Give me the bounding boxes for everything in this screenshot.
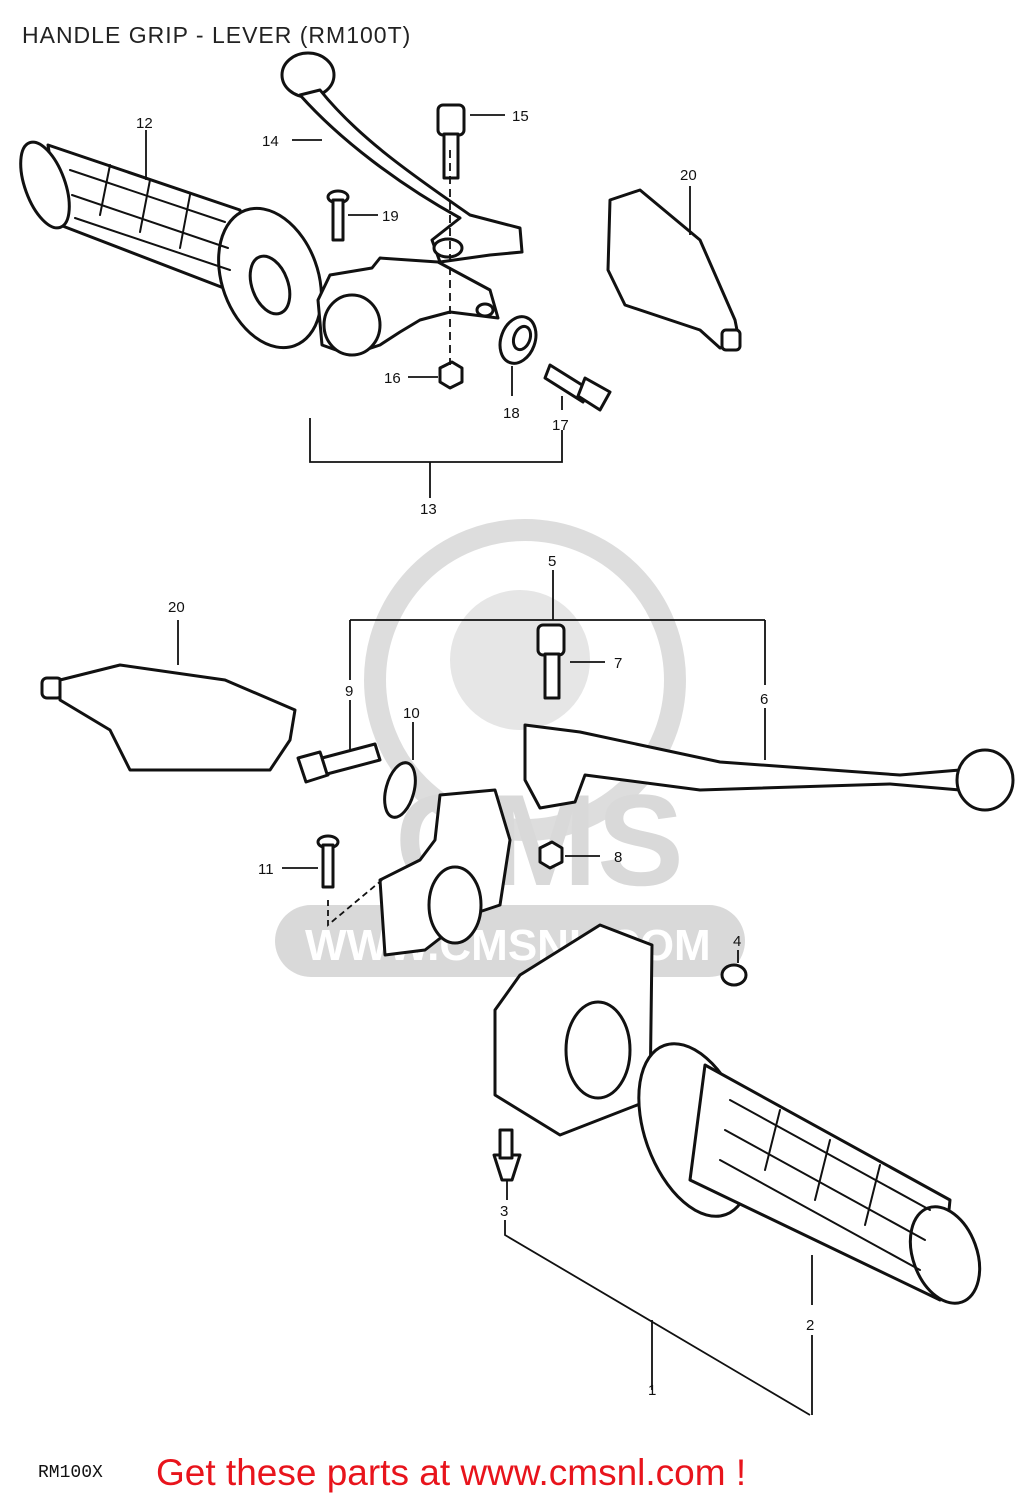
callout-12: 12	[136, 115, 153, 132]
callout-9: 9	[345, 683, 353, 700]
pivot-bolt	[536, 623, 566, 700]
callout-10: 10	[403, 705, 420, 722]
callout-11: 11	[258, 861, 274, 878]
callout-14: 14	[262, 133, 279, 150]
callout-4: 4	[733, 933, 741, 950]
lever-cover-top	[606, 188, 742, 352]
callout-8: 8	[614, 849, 622, 866]
lever-pivot-bolt	[436, 103, 466, 180]
throttle-cap	[720, 963, 748, 987]
throttle-housing	[493, 923, 654, 1137]
callout-13: 13	[420, 501, 437, 518]
cable-adjuster-nut	[498, 315, 538, 365]
callout-1: 1	[648, 1382, 656, 1399]
callout-18: 18	[503, 405, 520, 422]
right-throttle-grip	[637, 1042, 982, 1305]
leader-lines	[145, 114, 813, 1416]
lever-cover-bottom	[40, 663, 297, 772]
callout-3: 3	[500, 1203, 508, 1220]
clutch-lever-bracket	[316, 256, 500, 357]
brake-lever-bracket	[378, 788, 512, 957]
callout-labels: 12 14 15 19 20 16 18 17 13 5 20 9 10 7 6…	[136, 108, 814, 1399]
bracket-screw	[326, 189, 350, 242]
clutch-lever	[280, 51, 524, 264]
callout-19: 19	[382, 208, 399, 225]
bracket-screw-lower	[316, 834, 340, 889]
callout-20-bottom: 20	[168, 599, 185, 616]
brake-lever	[523, 723, 1015, 812]
callout-15: 15	[512, 108, 529, 125]
model-code: RM100X	[38, 1463, 103, 1483]
callout-17: 17	[552, 417, 569, 434]
promo-link-text[interactable]: Get these parts at www.cmsnl.com !	[156, 1452, 747, 1493]
callout-2: 2	[806, 1317, 814, 1334]
adjuster-nut	[383, 761, 417, 819]
left-handle-grip	[19, 140, 323, 350]
bracket-nut	[438, 360, 464, 390]
callout-7: 7	[614, 655, 622, 672]
cable-adjuster-bolt	[543, 363, 612, 412]
callout-5: 5	[548, 553, 556, 570]
callout-16: 16	[384, 370, 401, 387]
diagram-title: HANDLE GRIP - LEVER (RM100T)	[22, 22, 412, 48]
housing-screw	[492, 1128, 522, 1182]
callout-6: 6	[760, 691, 768, 708]
lever-nut	[538, 840, 564, 870]
adjuster-bolt	[296, 742, 382, 784]
callout-20-top: 20	[680, 167, 697, 184]
